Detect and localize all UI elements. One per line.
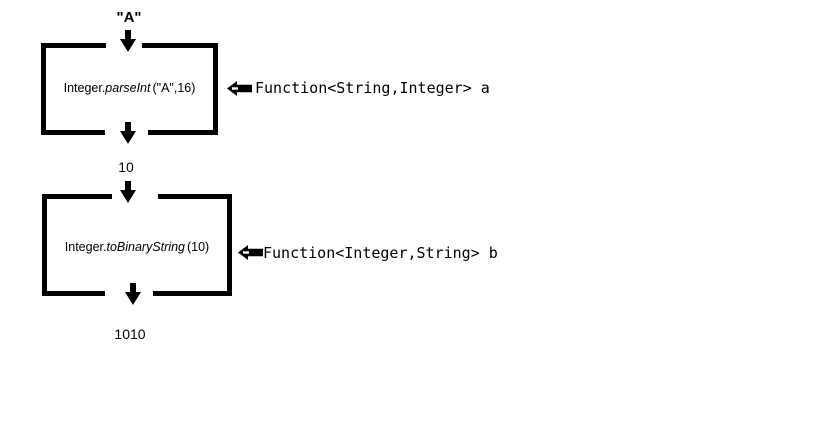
function-box-parseint-text: Integer.parseInt("A",16) xyxy=(46,81,213,96)
down-arrow-icon xyxy=(125,283,141,305)
down-arrow-icon xyxy=(120,122,136,144)
left-arrow-icon xyxy=(227,81,252,96)
method-args-text: (10) xyxy=(186,240,210,254)
method-name-text: parseInt xyxy=(105,81,151,95)
intermediate-value-label: 10 xyxy=(118,159,134,175)
function-b-label: Function<Integer,String> b xyxy=(263,244,498,262)
output-value-label: 1010 xyxy=(114,326,146,342)
class-name-text: Integer. xyxy=(63,81,106,95)
left-arrow-icon xyxy=(238,245,263,260)
method-args-text: ("A",16) xyxy=(152,81,196,95)
class-name-text: Integer. xyxy=(64,240,107,254)
down-arrow-icon xyxy=(120,181,136,203)
method-name-text: toBinaryString xyxy=(106,240,185,254)
border-gap xyxy=(112,194,158,199)
down-arrow-icon xyxy=(120,30,136,52)
function-a-label: Function<String,Integer> a xyxy=(255,79,490,97)
function-box-tobinarystring-text: Integer.toBinaryString(10) xyxy=(47,240,227,255)
input-value-label: "A" xyxy=(116,9,142,26)
